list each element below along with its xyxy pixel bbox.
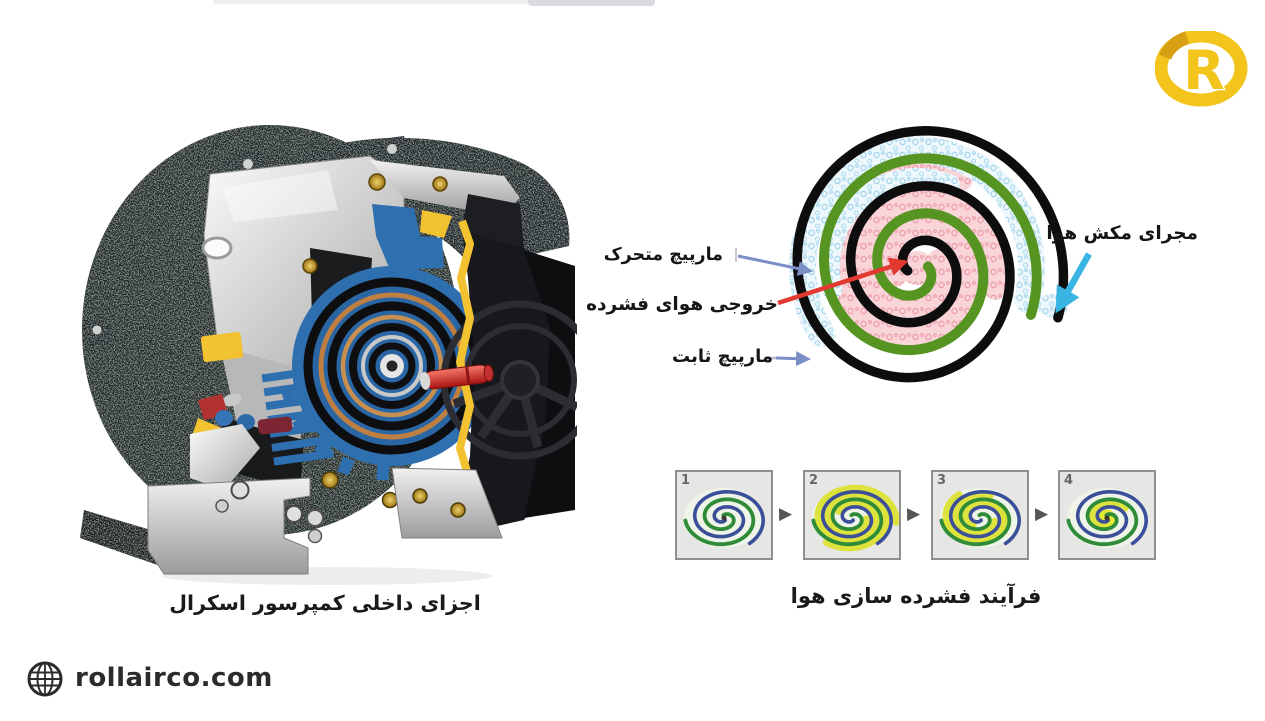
label-compressed-air-outlet: خروجی هوای فشرده [586, 294, 778, 315]
spiral-path [939, 497, 1012, 547]
bolts [306, 471, 399, 544]
globe-icon [27, 661, 63, 697]
compressed-air-outlet-arrow [777, 257, 909, 306]
step-number: 3 [937, 473, 947, 488]
diagram-arrows [735, 248, 1092, 367]
shaft-pin [420, 364, 494, 390]
spiral-path [948, 490, 1022, 546]
spiral-path [851, 187, 1010, 322]
step-spiral-2 [811, 484, 899, 552]
spiral-path [1075, 490, 1149, 546]
top-edge-scroll-thumb [528, 0, 655, 6]
spiral-path [1066, 497, 1139, 547]
brand-logo: R [1154, 29, 1251, 111]
bearing-parts [198, 393, 293, 435]
front-housing [440, 194, 577, 532]
scroll-cutaway-section [261, 204, 492, 481]
base-feet [147, 424, 503, 575]
shroud-tab-hole [243, 159, 253, 169]
label-moving-scroll: مارپیچ متحرک [603, 245, 723, 265]
step-arrow-icon: ▶ [779, 504, 793, 524]
spiral-path [683, 497, 756, 547]
air-suction-arrow [1055, 252, 1092, 314]
compressor-cutaway-image [80, 125, 577, 585]
step-arrow-icon: ▶ [907, 504, 921, 524]
moving-scroll-arrow [737, 254, 813, 276]
process-step-panel-2: 2 [803, 470, 901, 560]
label-fixed-scroll: مارپیچ ثابت [672, 346, 773, 367]
process-step-panel-3: 3 [931, 470, 1029, 560]
process-step-panel-1: 1 [675, 470, 773, 560]
spiral-path [811, 497, 884, 547]
brand-logo-icon: R [1154, 29, 1248, 107]
scroll-spirals [788, 126, 1069, 383]
step-spiral-1 [683, 488, 766, 548]
scroll-spiral-rings [303, 277, 481, 455]
process-step-panel-4: 4 [1058, 470, 1156, 560]
spiral-path [820, 490, 894, 546]
step-spiral-4 [1066, 488, 1149, 548]
spiral-path [942, 491, 1008, 544]
spiral-fill [1104, 515, 1110, 521]
spiral-path [818, 153, 1042, 356]
process-caption: فرآیند فشرده سازی هوا [790, 584, 1042, 608]
shroud-tab-hole [92, 325, 102, 335]
shroud-tab-hole [387, 144, 397, 154]
top-edge-strip [213, 0, 655, 4]
website-url: rollairco.com [75, 663, 273, 693]
left-figure-caption: اجزای داخلی کمپرسور اسکرال [169, 591, 481, 615]
spiral-path [819, 168, 960, 300]
spiral-fill [721, 515, 727, 521]
spiral-path [792, 126, 1069, 383]
step-number: 4 [1064, 473, 1074, 488]
scroll-principle-diagram [735, 126, 1092, 383]
spiral-path [814, 484, 899, 544]
spiral-path [822, 492, 890, 552]
step-number: 1 [681, 473, 691, 488]
label-air-suction-duct: مجرای مکش هوا [1046, 223, 1198, 244]
spiral-path [692, 490, 766, 546]
step-arrow-icon: ▶ [1035, 504, 1049, 524]
spiral-path [952, 492, 998, 537]
step-number: 2 [809, 473, 819, 488]
step-spiral-3 [939, 488, 1022, 548]
fixed-scroll-arrow [775, 351, 811, 367]
logo-letter: R [1183, 39, 1225, 102]
